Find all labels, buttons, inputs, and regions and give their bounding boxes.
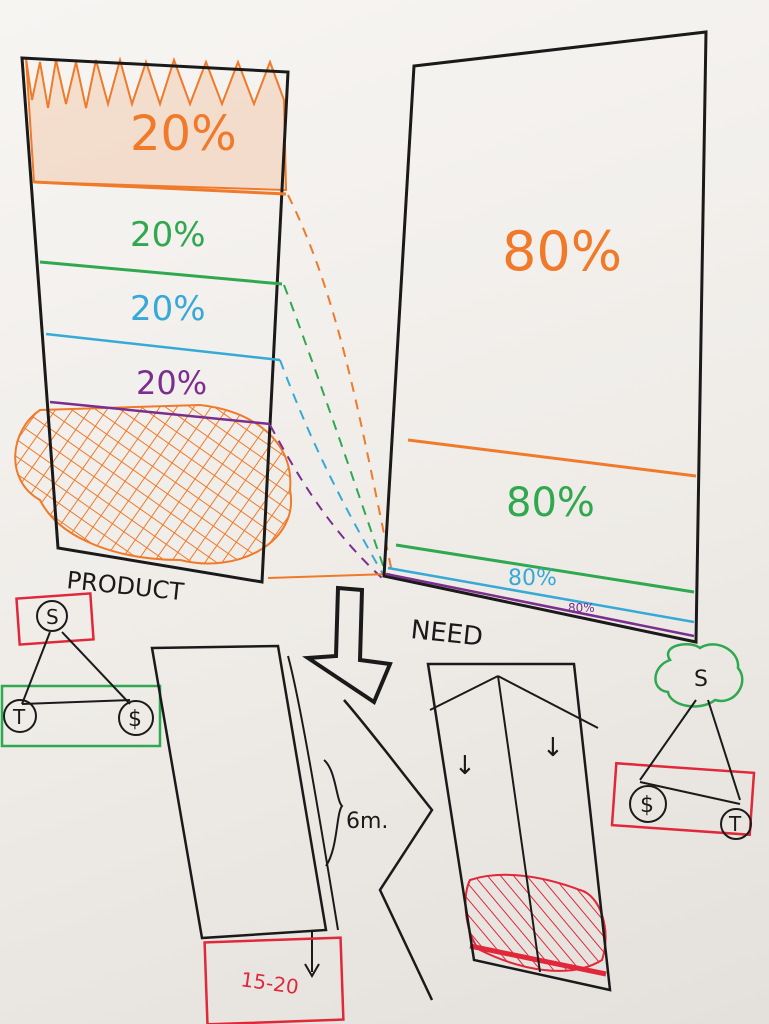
height-label: 6m. [346,809,388,834]
left-triangle-diagram: S T $ [0,592,162,748]
product-segment-3-label: 20% [130,289,206,329]
zigzag-line [343,699,434,1001]
range-label: 15-20 [239,967,300,999]
connector-lines [269,194,393,579]
need-caption: NEED [409,615,484,652]
need-segment-4-label: 80% [568,601,595,615]
left-triangle-left-node [3,699,37,733]
need-divider-1 [407,438,697,478]
product-divider-1 [33,180,287,196]
left-triangle-right-label: $ [128,707,142,732]
need-segment-3-label: 80% [508,566,557,591]
product-segment-2-label: 20% [130,215,206,255]
down-arrow-icon [302,585,393,706]
block-right-arrow-icon: ↓ [542,733,564,763]
product-hatched-blob [14,403,293,565]
right-triangle-right-node [720,808,752,840]
block-left-arrow-icon: ↓ [454,751,476,781]
block-middle-divider [497,675,541,973]
product-divider-4 [49,400,271,426]
right-triangle-right-label: T [728,812,742,836]
block-down-arrow-icon [304,963,320,978]
product-caption: PRODUCT [65,566,185,606]
range-box [203,936,345,1024]
left-triangle-right-node [118,700,154,736]
right-triangle-top-label: S [694,667,708,692]
need-column: 80% 80% 80% 80% NEED [382,30,708,653]
need-divider-4 [385,572,695,638]
need-divider-2 [395,543,695,594]
product-divider-2 [39,260,283,286]
need-divider-3 [387,566,695,624]
product-need-baseline [267,573,391,579]
right-triangle-top-cloud [654,643,744,708]
product-segment-4-label: 20% [136,364,207,402]
right-triangle-left-label: $ [640,793,654,818]
right-triangle-diagram: S $ T [610,643,756,840]
need-column-outline [382,30,708,644]
bottom-middle-block: ↓ ↓ [426,662,612,992]
right-triangle-bottom-box [610,761,756,837]
product-segment-1-label: 20% [130,106,237,162]
block-outline [426,662,612,992]
left-triangle-top-box [15,592,95,646]
left-triangle-bottom-box [0,684,162,748]
block-front-face [150,644,328,940]
left-triangle-top-label: S [46,605,59,629]
need-segment-2-label: 80% [506,480,595,526]
product-divider-3 [45,332,281,362]
right-triangle-left-node [629,785,667,823]
left-triangle-top-node [36,600,68,632]
need-segment-1-label: 80% [502,220,622,283]
bottom-left-block: 6m. 15-20 [150,644,388,1024]
product-column: 20% 20% 20% 20% PRODUCT [14,56,293,606]
height-brace [323,759,344,867]
red-scribble [464,873,607,972]
left-triangle-left-label: T [12,705,26,729]
product-column-outline [20,56,290,584]
